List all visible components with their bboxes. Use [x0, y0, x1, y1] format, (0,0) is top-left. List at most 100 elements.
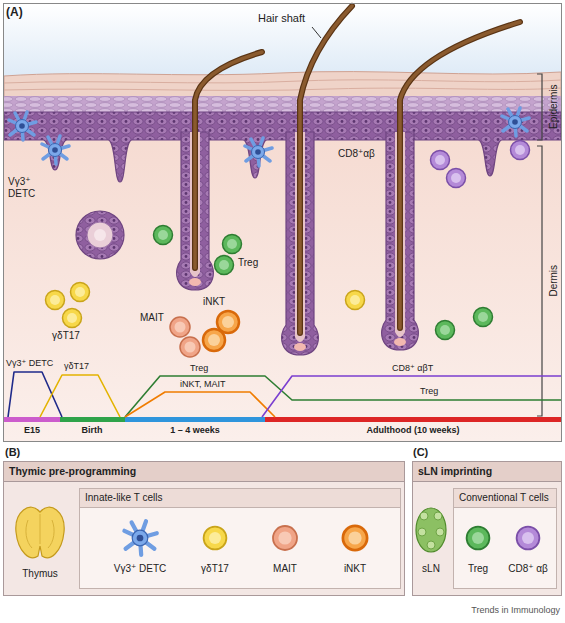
hair-shaft	[400, 22, 520, 328]
cell-label: CD8⁺αβ	[338, 148, 375, 160]
lymph-node-icon	[414, 504, 450, 556]
cell-icons	[204, 527, 227, 550]
cell-icons	[467, 527, 490, 550]
group-heading: Innate-like T cells	[80, 489, 400, 508]
lymph-node-icon	[436, 528, 444, 536]
hair-shaft	[300, 6, 352, 333]
credit: Trends in Immunology	[471, 605, 560, 615]
lymph-node-icon	[416, 508, 446, 552]
hair-shaft	[400, 22, 520, 328]
stratum-corneum	[4, 72, 561, 97]
abundance-curve	[125, 376, 561, 417]
dermis-ground	[4, 100, 561, 441]
abundance-curve	[125, 392, 275, 417]
cell-label: Vγ3⁺ DETC	[8, 176, 50, 199]
timeline-label: Treg	[420, 386, 438, 396]
panel-box: sLN imprinting Conventional T cells	[412, 461, 562, 596]
hair-shaft	[195, 6, 520, 333]
gland-section	[76, 211, 124, 259]
cd8-cell	[511, 141, 530, 160]
cell-icons	[517, 527, 540, 550]
detc-cell	[9, 108, 529, 166]
hair-shaft	[300, 6, 352, 333]
part-label: Hair shaft	[258, 12, 305, 25]
hair-shaft	[195, 52, 262, 268]
gd-t17-cell	[71, 283, 90, 302]
time-bar	[125, 417, 265, 422]
gland-section	[76, 211, 124, 259]
granular-layer	[4, 96, 561, 113]
axis-label: Adulthood (10 weeks)	[366, 425, 459, 435]
cd8-cell	[431, 151, 450, 170]
group-heading: sLN imprinting	[413, 462, 561, 482]
layer-label: Epidermis	[548, 85, 560, 129]
time-bar	[4, 417, 561, 422]
mait-cell	[180, 337, 200, 357]
abundance-curve	[8, 372, 561, 417]
cd8-cell	[447, 169, 466, 188]
mait-cell	[170, 317, 200, 357]
thymus-icon	[16, 507, 64, 558]
timeline-label: Treg	[190, 363, 208, 373]
detc-cell	[42, 136, 69, 164]
lymph-node-icon	[420, 512, 428, 520]
gd-t17-cell	[46, 283, 365, 328]
panel-letter: (C)	[413, 446, 428, 459]
group-heading: Thymic pre-programming	[4, 462, 404, 482]
layer-bracket	[537, 74, 542, 416]
timeline-label: γδT17	[64, 361, 89, 371]
cell-label: γδT17	[52, 330, 80, 342]
treg-cell	[154, 226, 493, 340]
thymus-icon	[26, 514, 54, 548]
treg-cell	[215, 256, 234, 275]
treg-cell	[474, 308, 493, 327]
lymph-node-icon	[434, 512, 442, 520]
timeline-label: CD8⁺ αβT	[392, 363, 433, 373]
panel-border	[4, 4, 562, 442]
gland-section	[94, 229, 106, 241]
hair-follicle	[294, 343, 306, 351]
treg-cell	[154, 226, 173, 245]
time-bar	[60, 417, 125, 422]
lymph-node-icon	[418, 528, 426, 536]
mait-cell	[170, 317, 190, 337]
group-box: Conventional T cells	[453, 488, 557, 589]
treg-cell	[436, 321, 455, 340]
cell-icons	[80, 516, 398, 560]
basal-layer	[4, 112, 561, 182]
air	[4, 4, 561, 80]
gd-t17-cell	[46, 291, 65, 310]
gd-t17-cell	[63, 309, 82, 328]
time-bar	[265, 417, 561, 422]
timeline-label: Vγ3⁺ DETC	[6, 358, 53, 368]
axis-label: 1 – 4 weeks	[170, 425, 220, 435]
axis-label: Birth	[82, 425, 103, 435]
detc-cell	[245, 138, 272, 166]
cell-icons	[124, 521, 156, 555]
hair-follicle	[189, 278, 201, 286]
detc-cell	[9, 112, 36, 140]
hair-shaft	[195, 52, 262, 268]
corneum-lines	[4, 80, 561, 91]
thymus-icon	[8, 498, 72, 566]
group-heading: Conventional T cells	[454, 489, 556, 508]
time-bar	[4, 417, 60, 422]
cell-icons	[343, 526, 367, 550]
gland-section	[87, 222, 113, 248]
abundance-curve	[8, 372, 62, 417]
panel-letter: (A)	[6, 6, 23, 20]
detc-cell	[502, 108, 529, 136]
abundance-curve	[40, 375, 120, 417]
cell-icons	[273, 526, 297, 550]
abundance-curve	[262, 376, 561, 417]
group-box: Innate-like T cells	[79, 488, 401, 589]
cell-label: iNKT	[203, 296, 225, 308]
cell-label: MAIT	[140, 312, 164, 324]
timeline-label: iNKT, MAIT	[180, 379, 226, 389]
gd-t17-cell	[346, 291, 365, 310]
layer-label: Dermis	[548, 265, 560, 297]
axis-label: E15	[24, 425, 40, 435]
cell-icons	[456, 522, 556, 556]
panel-box: Thymic pre-programming Innate-like T cel…	[3, 461, 405, 596]
